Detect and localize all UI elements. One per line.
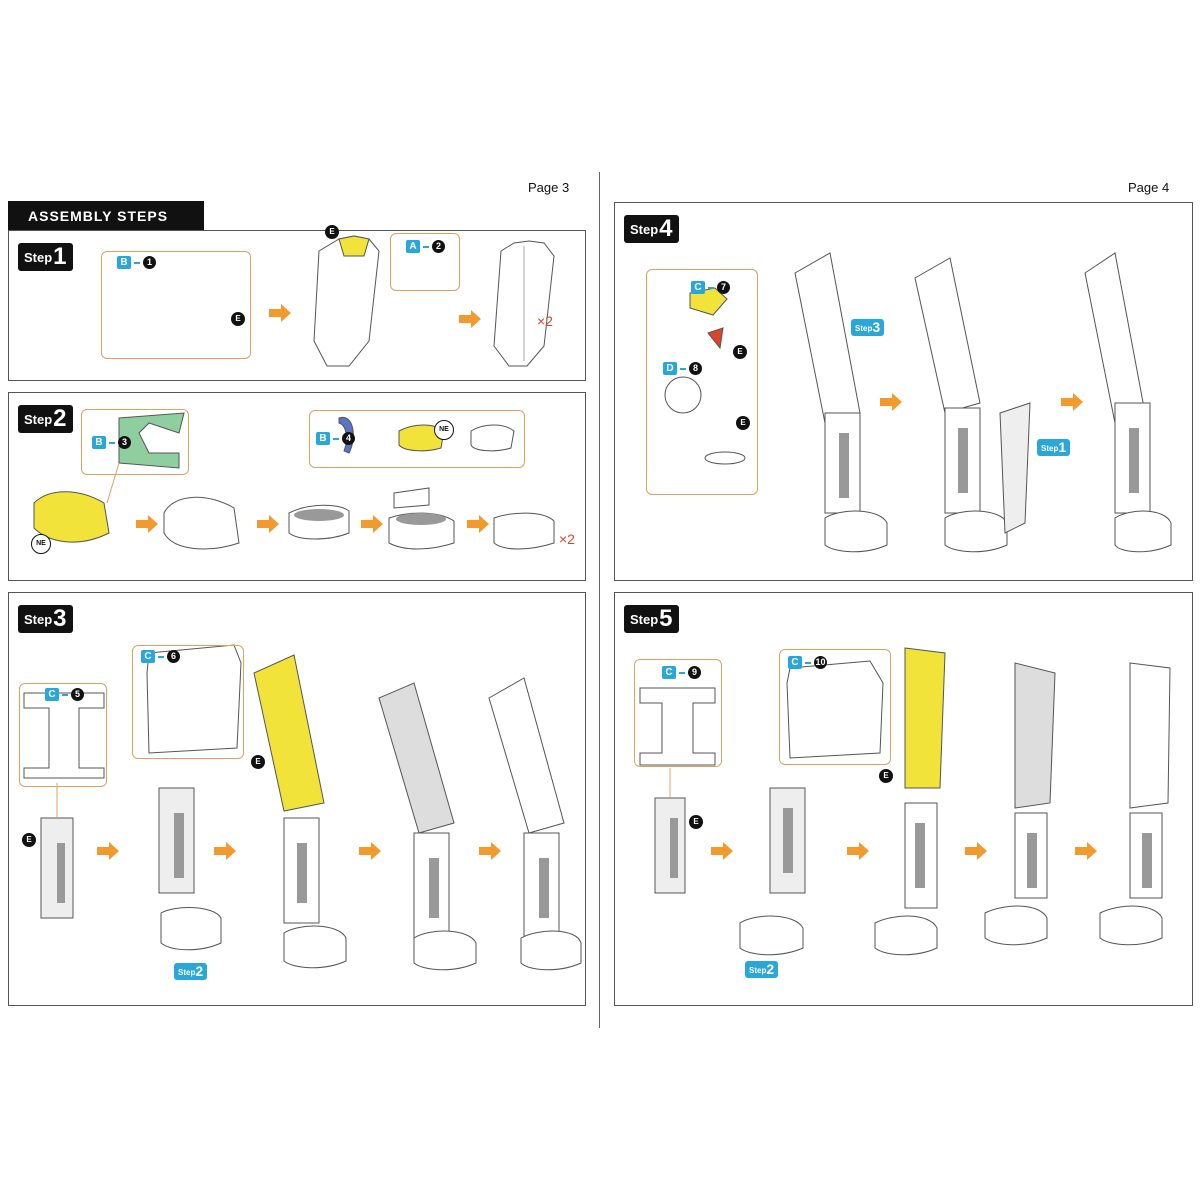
- step1-badge: Step1: [18, 243, 73, 271]
- step3-badge: Step3: [18, 605, 73, 633]
- ne-badge: NE: [434, 420, 454, 440]
- multiplier-x2: ×2: [559, 531, 575, 547]
- ne-badge: NE: [31, 534, 51, 554]
- step2-badge: Step2: [18, 405, 73, 433]
- step4-illustration: [664, 252, 1172, 553]
- step5-badge: Step5: [624, 605, 679, 633]
- assembly-steps-banner: ASSEMBLY STEPS: [8, 201, 204, 231]
- step2-reference: Step2: [745, 961, 779, 978]
- step1-illustration: [108, 235, 555, 367]
- e-badge: E: [251, 755, 265, 769]
- e-badge: E: [22, 833, 36, 847]
- e-badge: E: [231, 312, 245, 326]
- step1-reference: Step1: [1037, 439, 1071, 456]
- page-number-left: Page 3: [528, 180, 570, 195]
- step3-reference: Step3: [851, 319, 885, 336]
- step4-badge: Step4: [624, 215, 679, 243]
- e-badge: E: [879, 769, 893, 783]
- step5-illustration: [639, 647, 1171, 956]
- step2-illustration: [33, 412, 555, 550]
- page-number-right: Page 4: [1128, 180, 1170, 195]
- step2-reference: Step2: [174, 963, 208, 980]
- multiplier-x2: ×2: [537, 313, 553, 329]
- e-badge: E: [689, 815, 703, 829]
- step3-illustration: [23, 644, 582, 971]
- e-badge: E: [736, 416, 750, 430]
- page-divider: [599, 172, 600, 1028]
- e-badge: E: [733, 345, 747, 359]
- e-badge: E: [325, 225, 339, 239]
